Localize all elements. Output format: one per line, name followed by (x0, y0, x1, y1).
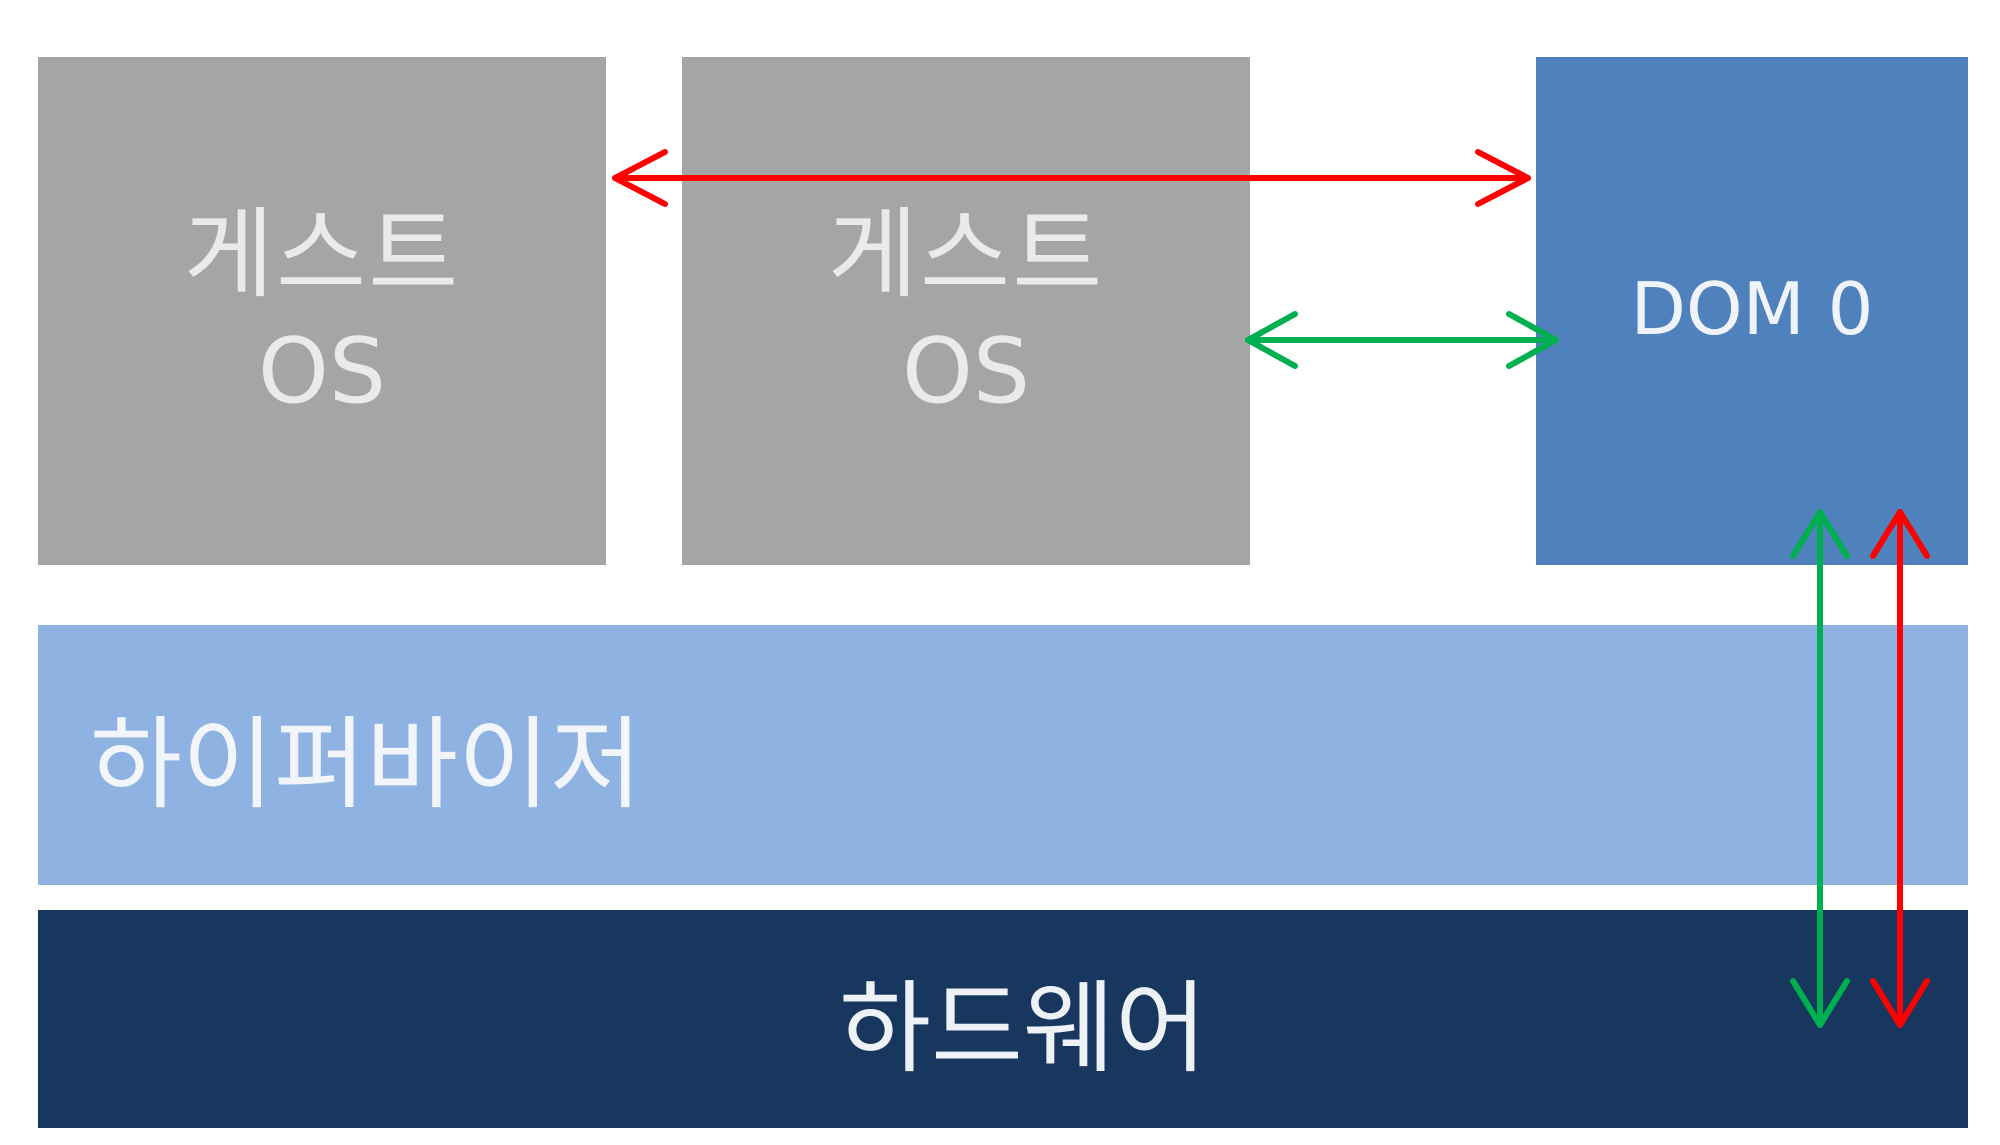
guest-os-1-line1: 게스트 (183, 197, 461, 312)
guest-os-box-2: 게스트 OS (682, 57, 1250, 565)
guest-os-box-1: 게스트 OS (38, 57, 606, 565)
dom0-label: DOM 0 (1630, 267, 1874, 351)
green-arrow-guest2-dom0 (1245, 311, 1559, 369)
guest-os-1-line2: OS (258, 319, 386, 424)
guest-os-2-line2: OS (902, 319, 1030, 424)
guest-os-2-line1: 게스트 (827, 197, 1105, 312)
hardware-label: 하드웨어 (839, 969, 1207, 1087)
dom0-box: DOM 0 (1536, 57, 1968, 565)
hypervisor-layer: 하이퍼바이저 (38, 625, 1968, 885)
hardware-layer: 하드웨어 (38, 910, 1968, 1128)
hypervisor-label: 하이퍼바이저 (90, 705, 642, 823)
